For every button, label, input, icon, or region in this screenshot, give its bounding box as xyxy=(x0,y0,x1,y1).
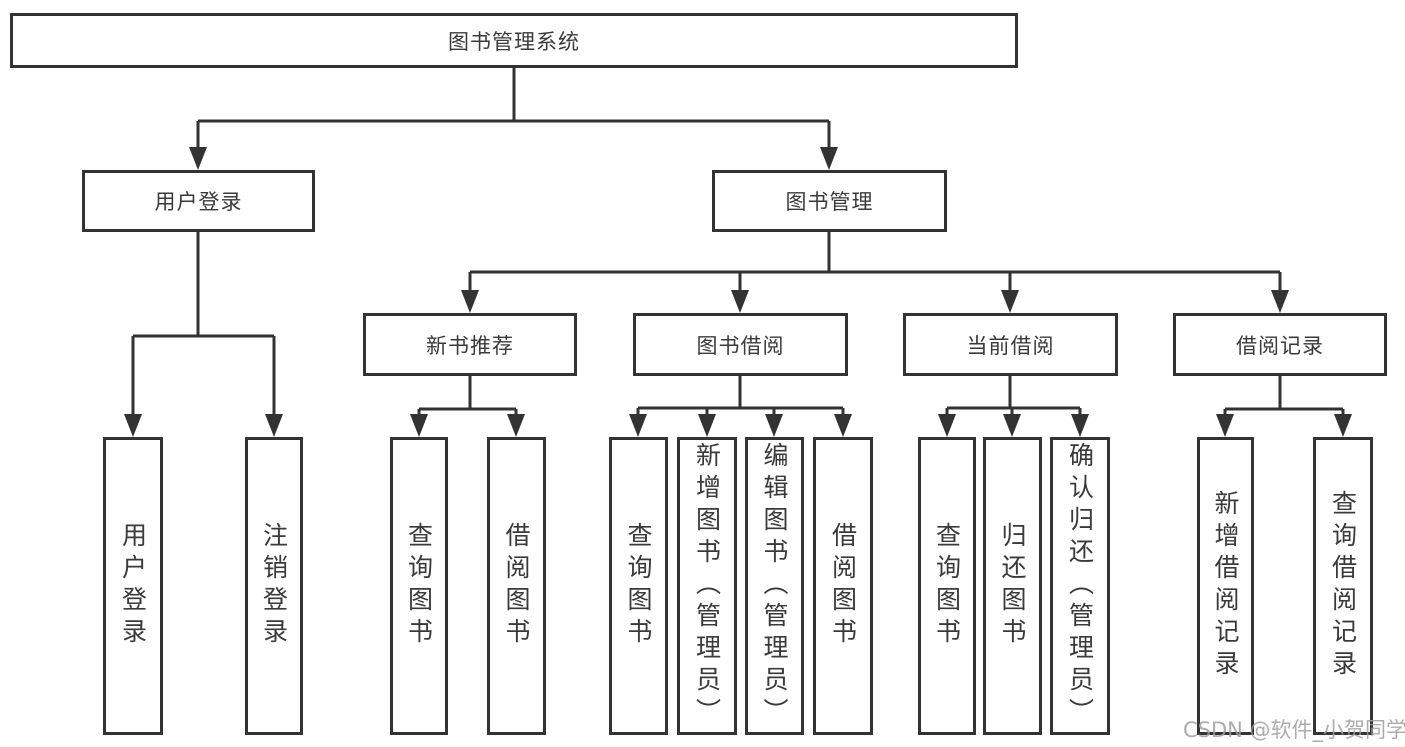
node-new-book-recommendation: 新书推荐 xyxy=(363,313,577,376)
node-user-login: 用户登录 xyxy=(82,170,315,232)
node-label: 新书推荐 xyxy=(426,333,514,358)
arrow-down-icon xyxy=(124,414,142,437)
arrow-down-icon xyxy=(834,414,852,437)
leaf-user-login: 用户登录 xyxy=(103,437,163,735)
node-label: 借阅图书 xyxy=(828,522,858,650)
node-label: 图书管理 xyxy=(785,190,874,214)
arrow-down-icon xyxy=(731,290,749,313)
node-label: 查询借阅记录 xyxy=(1328,490,1358,682)
leaf-query-books-borrow: 查询图书 xyxy=(609,437,668,735)
arrow-down-icon xyxy=(461,290,479,313)
arrow-down-icon xyxy=(938,414,956,437)
leaf-borrow-books-recommend: 借阅图书 xyxy=(487,437,546,735)
leaf-logout: 注销登录 xyxy=(245,437,303,735)
arrow-down-icon xyxy=(1003,414,1021,437)
leaf-add-book-admin: 新增图书（管理员） xyxy=(677,437,737,735)
arrow-down-icon xyxy=(507,414,525,437)
node-label: 当前借阅 xyxy=(966,333,1055,358)
arrow-down-icon xyxy=(1071,414,1089,437)
node-borrowing-records: 借阅记录 xyxy=(1173,313,1387,376)
arrow-down-icon xyxy=(410,414,428,437)
arrow-down-icon xyxy=(265,414,283,437)
leaf-borrow-books: 借阅图书 xyxy=(813,437,873,735)
arrow-down-icon xyxy=(189,147,207,170)
arrowhead-icons xyxy=(124,147,1352,437)
leaf-query-books-current: 查询图书 xyxy=(918,437,976,735)
node-label: 借阅记录 xyxy=(1236,333,1324,358)
node-book-management: 图书管理 xyxy=(712,170,947,232)
node-label: 注销登录 xyxy=(259,522,289,650)
leaf-query-borrow-record: 查询借阅记录 xyxy=(1313,437,1373,735)
arrow-down-icon xyxy=(820,147,838,170)
node-label: 查询图书 xyxy=(404,522,434,650)
node-label: 新增借阅记录 xyxy=(1211,490,1240,682)
node-label: 查询图书 xyxy=(624,522,653,650)
node-label: 借阅图书 xyxy=(502,522,531,650)
node-label: 图书管理系统 xyxy=(448,29,580,54)
node-library-management-system: 图书管理系统 xyxy=(10,13,1018,68)
node-label: 新增图书（管理员） xyxy=(692,442,722,730)
node-label: 图书借阅 xyxy=(696,333,785,358)
arrow-down-icon xyxy=(1271,290,1289,313)
leaf-edit-book-admin: 编辑图书（管理员） xyxy=(745,437,804,735)
node-label: 用户登录 xyxy=(154,190,243,214)
node-label: 编辑图书（管理员） xyxy=(760,442,789,730)
leaf-add-borrow-record: 新增借阅记录 xyxy=(1197,437,1254,735)
arrow-down-icon xyxy=(765,414,783,437)
node-book-borrowing: 图书借阅 xyxy=(633,313,848,376)
connector-edges xyxy=(131,68,1345,417)
arrow-down-icon xyxy=(1334,414,1352,437)
leaf-confirm-return-admin: 确认归还（管理员） xyxy=(1050,437,1110,735)
leaf-query-books-recommend: 查询图书 xyxy=(390,437,448,735)
arrow-down-icon xyxy=(1001,290,1019,313)
leaf-return-books: 归还图书 xyxy=(983,437,1042,735)
arrow-down-icon xyxy=(1216,414,1234,437)
node-label: 用户登录 xyxy=(118,522,148,650)
csdn-watermark: CSDN @软件_小贺同学 xyxy=(1183,718,1405,742)
node-label: 归还图书 xyxy=(998,522,1027,650)
arrow-down-icon xyxy=(629,414,647,437)
node-current-borrowing: 当前借阅 xyxy=(903,313,1118,376)
arrow-down-icon xyxy=(698,414,716,437)
node-label: 查询图书 xyxy=(932,522,962,650)
node-label: 确认归还（管理员） xyxy=(1065,442,1095,730)
